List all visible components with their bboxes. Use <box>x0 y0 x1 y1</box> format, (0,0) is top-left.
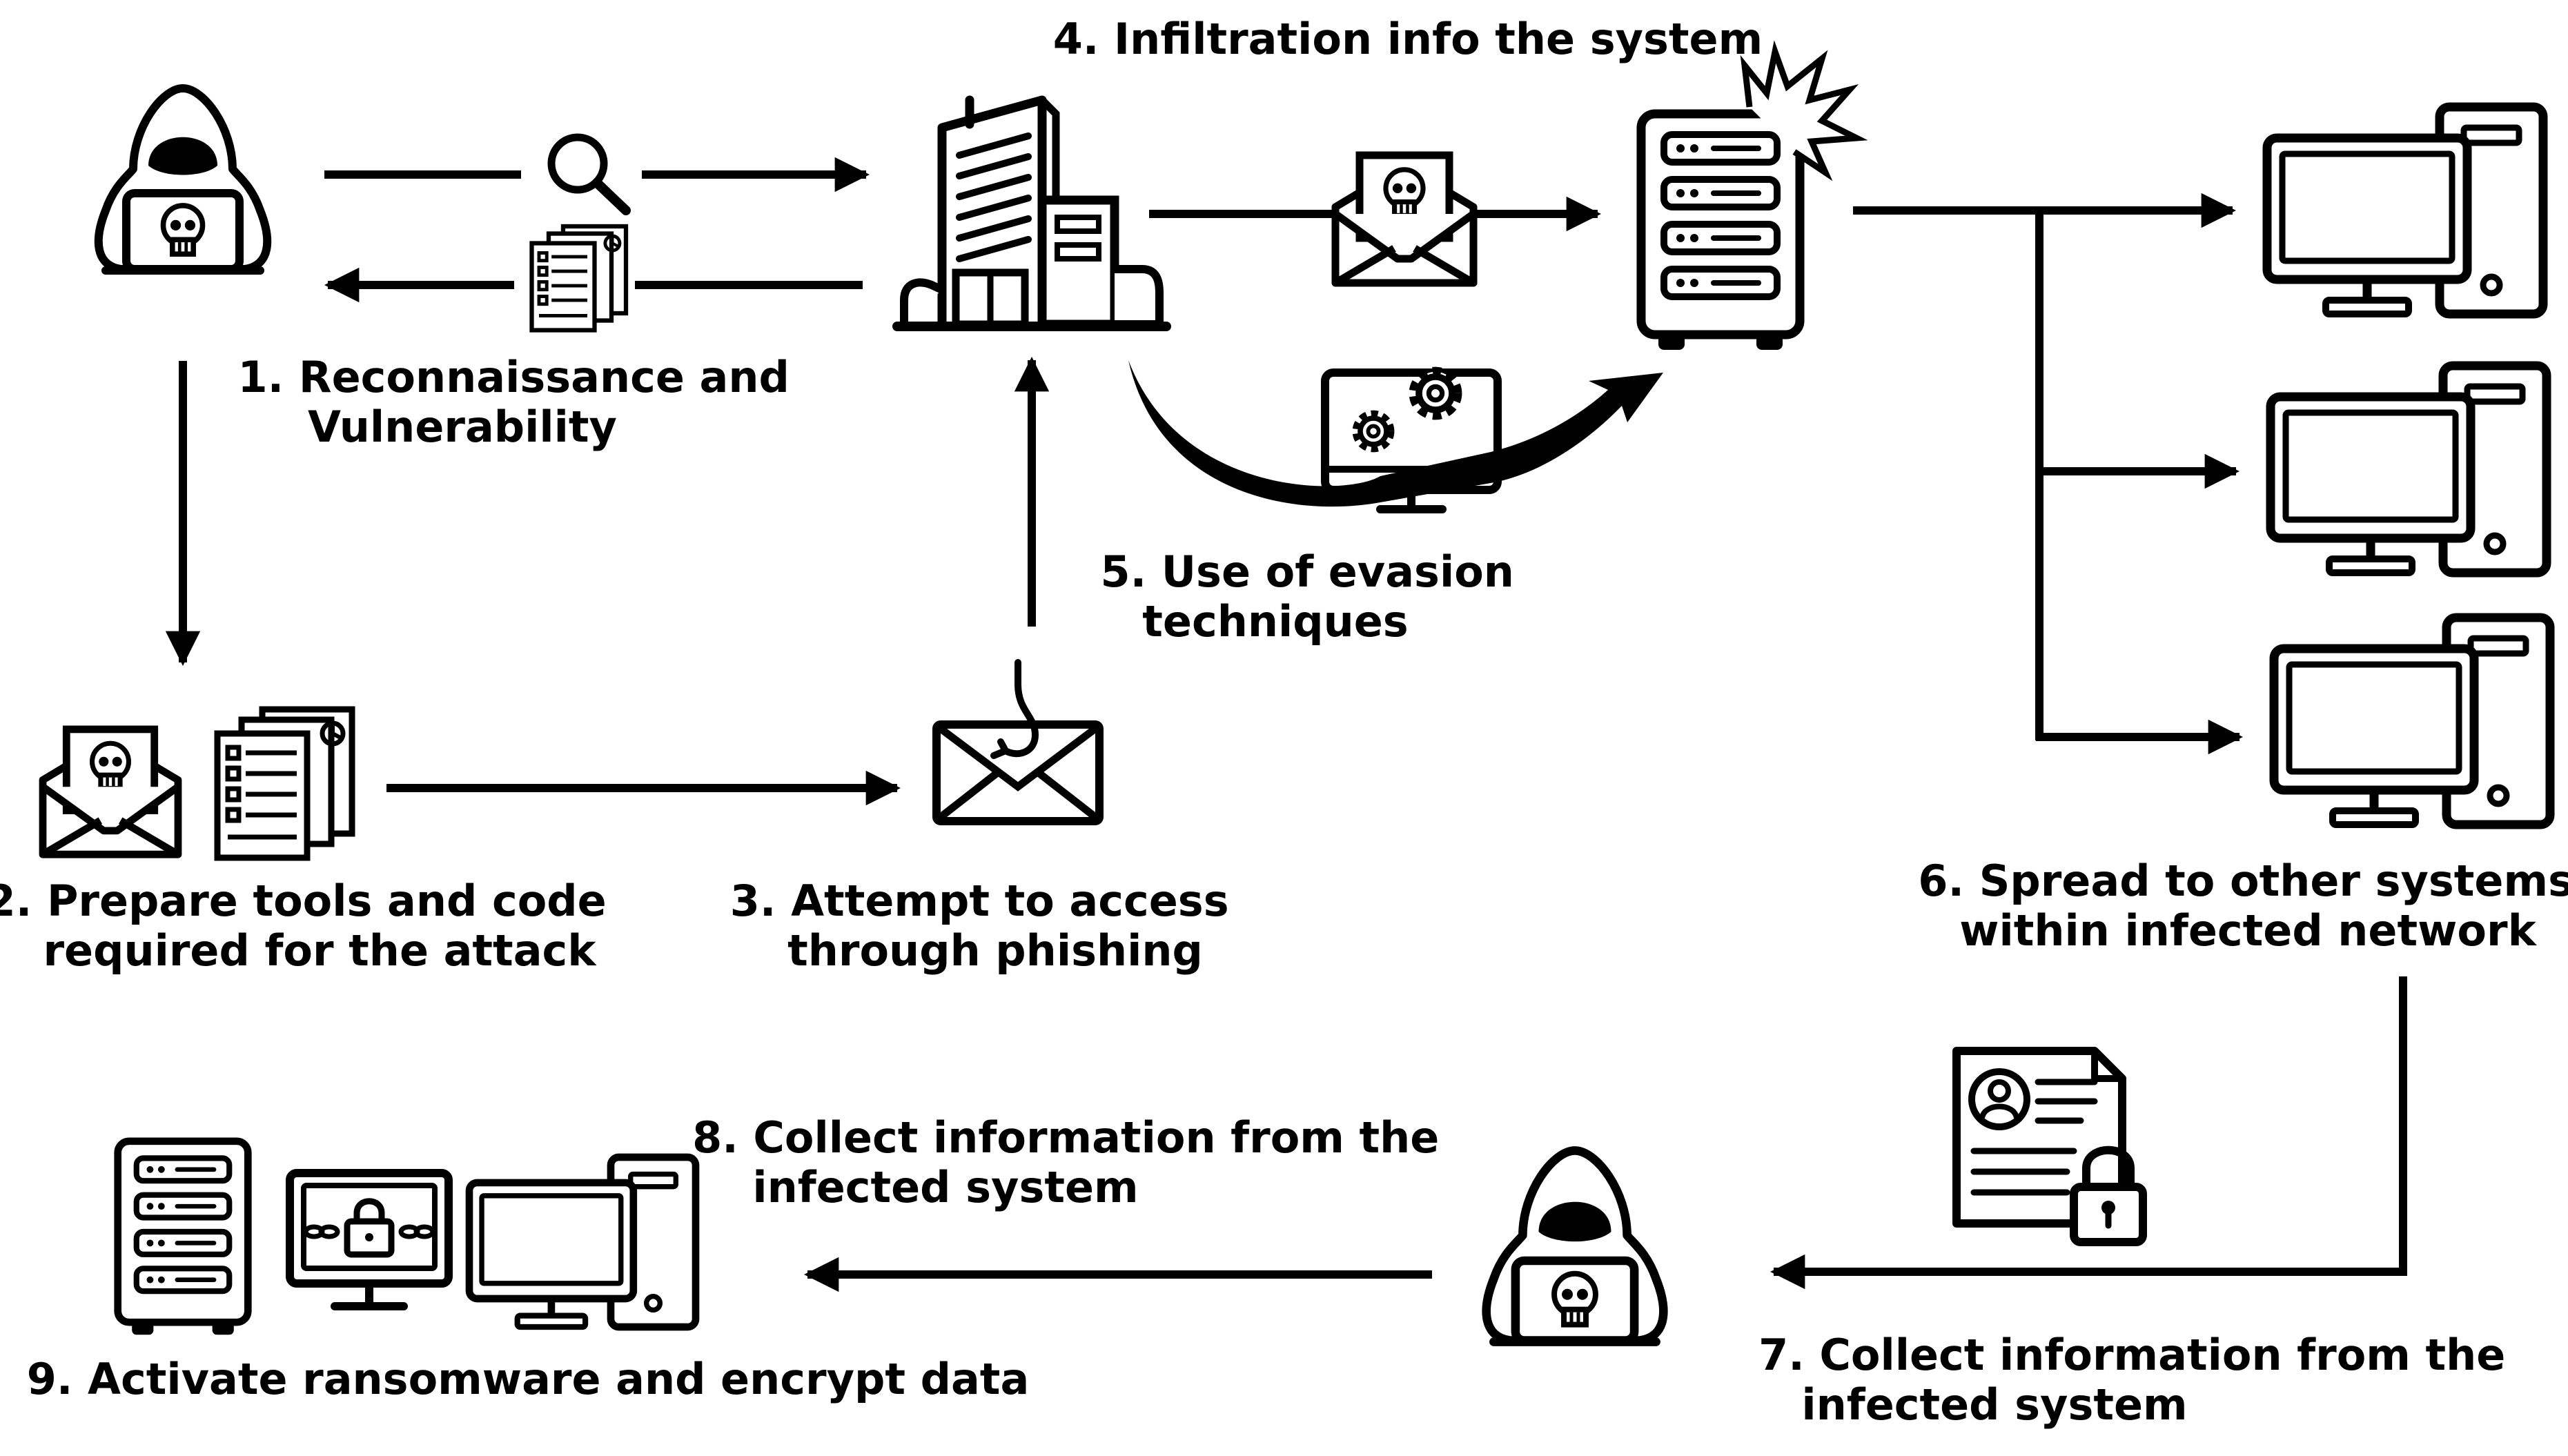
hacker-icon-step7 <box>1487 1150 1664 1341</box>
desktop-computer-icon-step9 <box>469 1157 696 1327</box>
server-icon <box>1641 114 1800 350</box>
step-5-label: 5. Use of evasion techniques <box>1100 547 1529 647</box>
desktop-computer-icon-3 <box>2274 618 2550 825</box>
documents-icon <box>532 226 627 331</box>
documents-icon-step2 <box>217 709 352 858</box>
step-4-label: 4. Infiltration info the system <box>1053 14 1763 64</box>
locked-monitor-icon <box>286 1169 453 1310</box>
personal-document-lock-icon <box>1952 1047 2147 1246</box>
desktop-computer-icon-1 <box>2267 107 2543 314</box>
arrow-spread-to-collect <box>1770 976 2407 1290</box>
step-9-label: 9. Activate ransomware and encrypt data <box>27 1354 1030 1404</box>
skull-mail-icon <box>1335 155 1473 283</box>
phishing-mail-icon <box>932 720 1104 825</box>
skull-mail-icon-step2 <box>43 729 178 854</box>
server-icon-step9 <box>118 1141 248 1335</box>
office-building-icon <box>892 95 1171 331</box>
magnifier-icon <box>547 133 631 215</box>
step-6-label: 6. Spread to other systems within infect… <box>1918 856 2568 956</box>
arrow-evasion-curve <box>1128 360 1663 507</box>
explosion-icon <box>1740 40 1868 181</box>
desktop-computer-icon-2 <box>2271 366 2547 573</box>
step-2-label: 2. Prepare tools and code required for t… <box>0 876 621 976</box>
step-1-label: 1. Reconnaissance and Vulnerability <box>238 352 805 452</box>
hacker-icon <box>99 88 267 270</box>
step-3-label: 3. Attempt to access through phishing <box>730 876 1244 976</box>
step-8-label: 8. Collect information from the infected… <box>692 1112 1454 1212</box>
step-7-label: 7. Collect information from the infected… <box>1758 1330 2520 1430</box>
fish-hook-icon <box>990 659 1039 759</box>
